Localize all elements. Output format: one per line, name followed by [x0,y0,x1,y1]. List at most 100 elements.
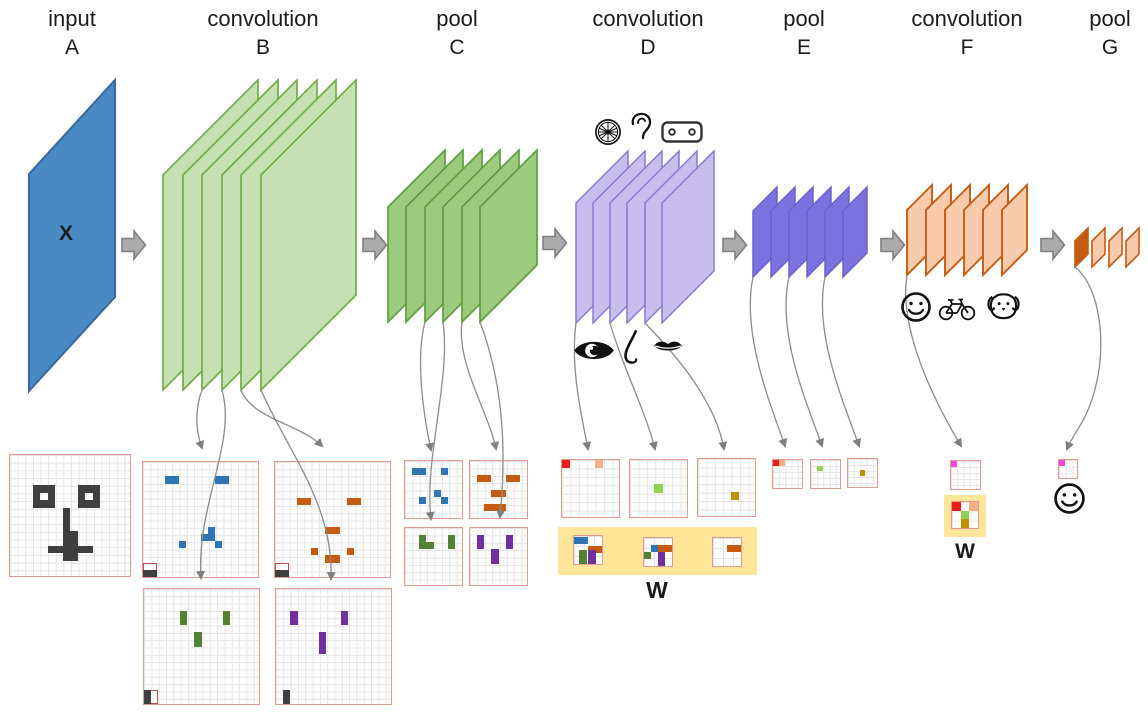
map-cell-olive [859,470,866,476]
map-cell-orange [296,497,311,506]
map-cell-red [773,460,779,466]
map-cell-purple [588,550,596,564]
map-cell-dark [32,485,55,493]
map-e3 [847,458,878,488]
plate-icon [661,121,703,148]
map-cell-dark [283,689,291,704]
map-cell-green [426,542,434,550]
weights-d2 [643,537,673,567]
map-cell-purple [290,610,298,625]
map-cell-blue [200,533,208,542]
map-cell-blue [433,489,441,497]
map-cell-orange [477,475,492,483]
layer-letter-G: G [1101,36,1119,59]
map-cell-dark [62,530,78,539]
weights-d1 [573,535,603,565]
map-b3-green [143,588,260,705]
map-cell-purple [340,610,348,625]
weights-label-d: W [646,577,668,603]
weights-label-f: W [955,540,975,563]
layer-word-B: convolution [207,6,319,31]
map-cell-dark [92,492,100,501]
map-cell-olive [960,519,970,528]
map-cell-orange [484,503,506,511]
map-cell-dark [144,689,152,704]
map-cell-blue [164,476,179,484]
map-cell-blue [440,468,448,476]
smiley-icon [900,291,932,328]
map-cell-dark [77,492,85,501]
weights-f [951,501,979,529]
map-cell-peach [969,502,978,511]
map-cell-purple [319,632,327,654]
map-cell-orange [658,545,672,553]
map-cell-blue [440,496,448,504]
map-cell-orange [346,497,362,506]
map-cell-orange [588,545,602,554]
map-cell-orange [491,489,506,497]
weights-d3 [712,537,742,567]
map-cell-green [194,632,202,647]
dog-icon [986,291,1021,327]
map-e1 [772,459,803,489]
map-cell-blue [207,526,215,542]
nose-icon [618,329,645,374]
map-cell-dark [47,545,93,554]
map-b2-orange [274,461,391,578]
layer-letter-A: A [64,36,79,59]
map-c1-blue [404,460,463,519]
map-cell-red [952,502,961,511]
map-cell-orange [346,548,355,556]
layer-word-D: convolution [592,6,704,31]
map-cell-lightgreen [960,510,970,520]
layer-word-F: convolution [911,6,1023,31]
map-c4-purple [469,527,528,586]
eye-icon [573,337,615,369]
map-cell-dark [32,500,55,508]
lips-icon [652,336,684,361]
layer-letter-B: B [255,36,270,59]
map-cell-dark [62,553,78,561]
map-cell-orange [325,555,340,563]
layer-letter-C: C [449,36,465,59]
map-c2-orange [469,460,528,519]
map-cell-blue [419,496,427,504]
map-cell-peach [778,460,785,466]
layer-word-C: pool [436,6,478,31]
map-cell-green [447,535,455,550]
map-cell-orange [310,548,319,556]
layer-word-G: pool [1089,6,1131,31]
map-cell-green [419,535,427,550]
ear-icon [629,111,653,146]
map-cell-blue [650,545,658,553]
result-smiley-icon [1053,482,1086,520]
map-cell-dark [32,492,40,501]
input-image [9,454,131,577]
map-d3 [697,458,756,517]
bicycle-icon [938,294,976,326]
map-c3-green [404,527,463,586]
map-cell-purple [491,549,499,564]
map-cell-orange [505,475,520,483]
layer-letter-E: E [796,36,811,59]
map-cell-blue [574,536,588,545]
map-cell-lightgreen [816,465,823,472]
layer-word-A: input [48,6,96,31]
map-cell-olive [730,491,739,500]
map-d2 [629,459,688,518]
map-cell-dark [77,500,100,508]
map-cell-dark [77,485,100,493]
map-cell-purple [477,535,485,550]
map-b4-purple [275,588,392,705]
map-cell-blue [412,468,427,476]
map-cell-blue [214,476,230,484]
map-cell-dark [275,569,290,577]
map-cell-peach [594,460,603,469]
map-cell-dark [62,538,78,546]
map-cell-red [562,460,571,469]
map-cell-green [579,550,587,564]
map-cell-magenta [951,461,957,467]
map-cell-dark [47,492,55,501]
